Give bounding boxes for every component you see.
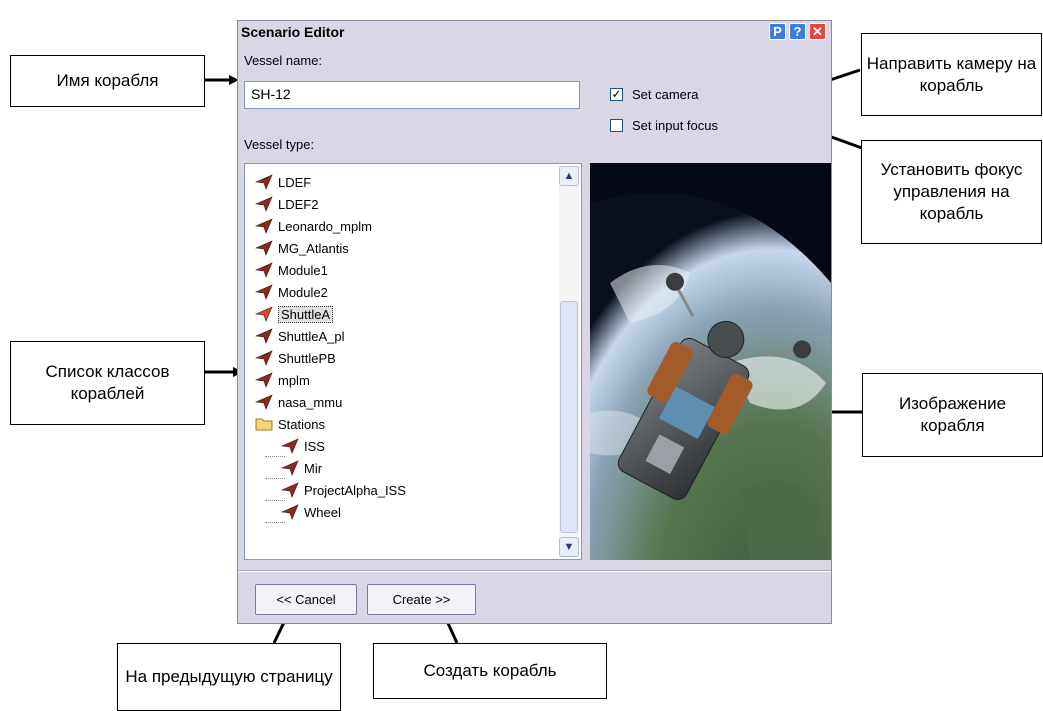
scroll-thumb[interactable] xyxy=(560,301,578,533)
ship-icon xyxy=(281,460,299,476)
help-button[interactable]: ? xyxy=(789,23,806,40)
cancel-button[interactable]: << Cancel xyxy=(255,584,357,615)
list-item[interactable]: ShuttleA_pl xyxy=(255,326,345,346)
vessel-type-label: Vessel type: xyxy=(244,137,315,152)
vessel-name-label: Vessel name: xyxy=(244,53,323,68)
ship-icon xyxy=(281,438,299,454)
create-button[interactable]: Create >> xyxy=(367,584,476,615)
ship-icon xyxy=(255,372,273,388)
annotation-vessel-name: Имя корабля xyxy=(10,55,205,107)
list-scrollbar[interactable]: ▲ ▼ xyxy=(559,166,579,557)
ship-icon xyxy=(255,196,273,212)
list-item-label: Leonardo_mplm xyxy=(278,218,372,234)
ship-icon xyxy=(255,284,273,300)
tree-connector xyxy=(265,456,285,457)
ship-icon xyxy=(255,394,273,410)
list-item-label: LDEF2 xyxy=(278,196,319,212)
list-item[interactable]: LDEF xyxy=(255,172,311,192)
ship-icon xyxy=(281,482,299,498)
annotation-focus: Установить фокус управления на корабль xyxy=(861,140,1042,244)
list-item-label: ShuttleA xyxy=(278,305,334,323)
ship-icon xyxy=(281,504,299,520)
list-item[interactable]: ShuttlePB xyxy=(255,348,336,368)
annotation-create: Создать корабль xyxy=(373,643,607,699)
set-camera-label: Set camera xyxy=(632,87,699,102)
ship-icon xyxy=(255,174,273,190)
list-item[interactable]: nasa_mmu xyxy=(255,392,342,412)
scenario-editor-dialog: Scenario Editor P ? ✕ Vessel name: SH-12… xyxy=(237,20,832,624)
title-bar: Scenario Editor P ? ✕ xyxy=(238,21,831,43)
set-input-focus-label: Set input focus xyxy=(632,118,718,133)
close-button[interactable]: ✕ xyxy=(809,23,826,40)
ship-icon xyxy=(255,328,273,344)
ship-icon xyxy=(255,306,273,322)
p-button[interactable]: P xyxy=(769,23,786,40)
scroll-down-button[interactable]: ▼ xyxy=(559,537,579,557)
ship-icon xyxy=(255,218,273,234)
list-item[interactable]: MG_Atlantis xyxy=(255,238,349,258)
list-item[interactable]: Module1 xyxy=(255,260,328,280)
ship-icon xyxy=(255,350,273,366)
list-item-label: ProjectAlpha_ISS xyxy=(304,482,406,498)
list-item-label: ShuttlePB xyxy=(278,350,336,366)
list-item[interactable]: Wheel xyxy=(281,502,341,522)
list-item-label: Stations xyxy=(278,416,325,432)
list-item[interactable]: Module2 xyxy=(255,282,328,302)
vessel-preview-image xyxy=(590,163,831,560)
separator xyxy=(238,570,831,572)
list-item[interactable]: ISS xyxy=(281,436,325,456)
ship-icon xyxy=(255,240,273,256)
list-item-label: LDEF xyxy=(278,174,312,190)
folder-icon xyxy=(255,418,273,431)
set-input-focus-checkbox[interactable] xyxy=(610,119,623,132)
vessel-name-input[interactable]: SH-12 xyxy=(244,81,580,109)
list-item-label: Module2 xyxy=(278,284,328,300)
list-item[interactable]: ShuttleA xyxy=(255,304,334,324)
list-item-label: ISS xyxy=(304,438,325,454)
scroll-up-button[interactable]: ▲ xyxy=(559,166,579,186)
list-item-label: Mir xyxy=(304,460,323,476)
tree-connector xyxy=(265,522,285,523)
ship-icon xyxy=(255,262,273,278)
annotation-class-list: Список классов кораблей xyxy=(10,341,205,425)
list-item[interactable]: LDEF2 xyxy=(255,194,318,214)
tree-connector xyxy=(265,500,285,501)
list-item-label: nasa_mmu xyxy=(278,394,343,410)
list-item-label: MG_Atlantis xyxy=(278,240,349,256)
tree-connector xyxy=(265,478,285,479)
list-item-label: ShuttleA_pl xyxy=(278,328,345,344)
set-camera-checkbox[interactable]: ✓ xyxy=(610,87,623,101)
annotation-image: Изображение корабля xyxy=(862,373,1043,457)
list-item-label: Module1 xyxy=(278,262,328,278)
list-item[interactable]: mplm xyxy=(255,370,310,390)
list-item[interactable]: ProjectAlpha_ISS xyxy=(281,480,406,500)
annotation-camera: Направить камеру на корабль xyxy=(861,33,1042,116)
list-item[interactable]: Leonardo_mplm xyxy=(255,216,372,236)
list-item-label: Wheel xyxy=(304,504,341,520)
list-item[interactable]: Mir xyxy=(281,458,322,478)
tree-folder-item[interactable]: Stations xyxy=(255,414,325,434)
window-title: Scenario Editor xyxy=(241,24,345,40)
annotation-back: На предыдущую страницу xyxy=(117,643,341,711)
list-item-label: mplm xyxy=(278,372,310,388)
